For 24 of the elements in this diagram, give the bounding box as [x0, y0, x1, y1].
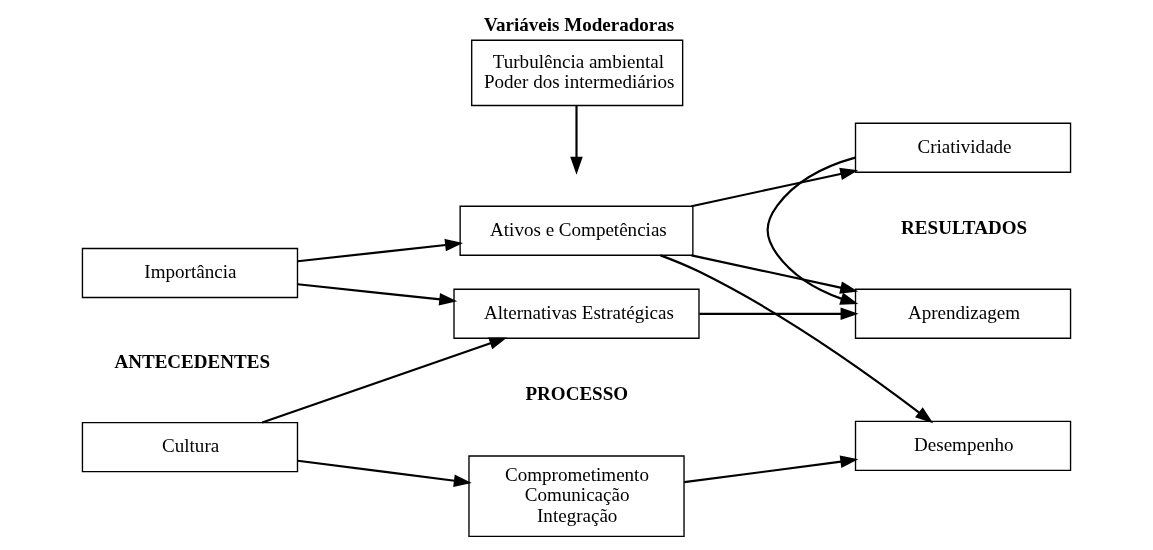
arrow [660, 254, 934, 424]
node-box: Criatividade [854, 122, 1072, 173]
node-box: Cultura [81, 422, 299, 473]
node-box: Turbulência ambiental Poder dos intermediários [471, 39, 684, 107]
node-label: Variáveis Moderadoras [483, 13, 675, 35]
label: RESULTADOS [901, 217, 1028, 239]
arrow [684, 455, 859, 484]
arrow [691, 254, 859, 294]
arrow [699, 307, 859, 321]
node-box: Alternativas Estratégicas [453, 288, 700, 339]
arrow [297, 283, 458, 306]
node-box: Importância [81, 247, 299, 299]
label: ANTECEDENTES [114, 350, 271, 372]
label: PROCESSO [525, 383, 629, 405]
arrow [297, 238, 464, 263]
node-box: Comprometimento Comunicação Integração [468, 455, 685, 537]
node-box: Ativos e Competências [459, 205, 694, 256]
arrow [261, 337, 508, 424]
arrow [570, 105, 583, 175]
node-box: Aprendizagem [854, 288, 1072, 339]
arrow [297, 459, 472, 487]
arrow [691, 167, 859, 208]
arrow [766, 156, 859, 305]
node-box: Desempenho [854, 420, 1072, 471]
